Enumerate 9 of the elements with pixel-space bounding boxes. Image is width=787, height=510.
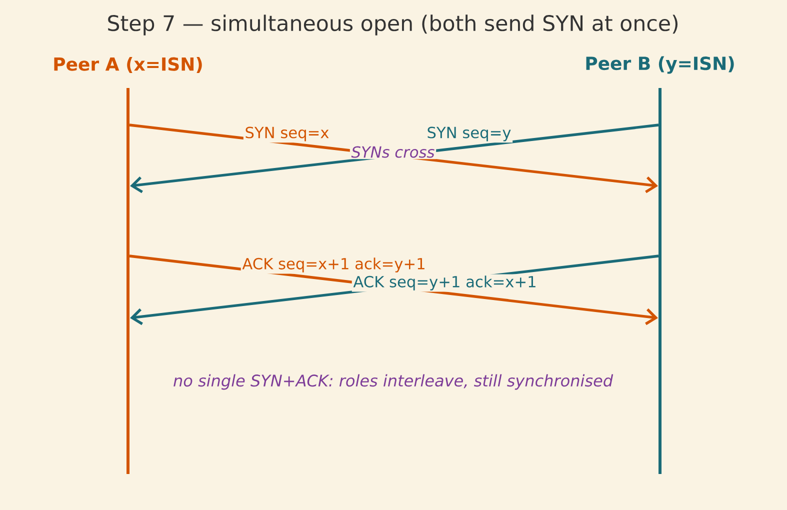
- participant-label: Peer A (x=ISN): [54, 57, 202, 74]
- edge-label: ACK seq=y+1 ack=x+1: [352, 274, 538, 292]
- edge-label: ACK seq=x+1 ack=y+1: [240, 256, 428, 274]
- crossing-label: SYNs cross: [350, 144, 436, 160]
- title: Step 7 — simultaneous open (both send SYN at once): [108, 14, 678, 36]
- participant-label: Peer B (y=ISN): [586, 56, 734, 74]
- note: no single SYN+ACK: roles interleave, still synchronised: [172, 372, 614, 392]
- edge-label: SYN seq=x: [243, 125, 331, 143]
- edge-label: SYN seq=y: [425, 125, 513, 143]
